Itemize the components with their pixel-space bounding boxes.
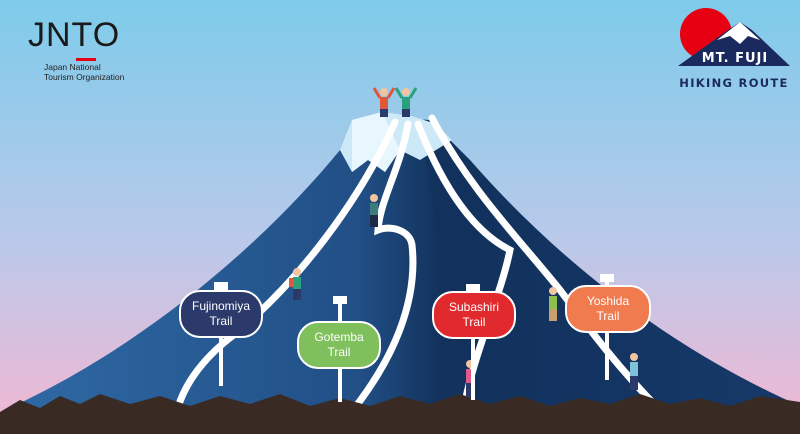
- gotemba-path: [341, 120, 417, 424]
- trail-paths: [171, 114, 664, 424]
- ground: [0, 394, 800, 434]
- yoshida-label-line1: Yoshida: [586, 294, 630, 308]
- yoshida-trail-sign: [565, 285, 651, 333]
- subashiri-trail-label: Subashiri Trail: [433, 292, 515, 338]
- jnto-subtitle-line1: Japan National: [44, 62, 101, 72]
- snow-cap-highlight: [352, 112, 400, 172]
- yoshida-path: [428, 114, 664, 414]
- subashiri-label-line1: Subashiri: [448, 300, 500, 314]
- yoshida-label-line2: Trail: [596, 309, 620, 323]
- mountain-shadow: [420, 122, 800, 434]
- mt-fuji-logo: [678, 8, 790, 66]
- hiker-figures: [289, 194, 638, 397]
- brand-subtitle: HIKING ROUTE: [679, 76, 789, 90]
- subashiri-label-line2: Trail: [462, 315, 486, 329]
- fujinomiya-trail-sign: [179, 290, 263, 338]
- jnto-wordmark: JNTO: [28, 16, 121, 54]
- yoshida-trail-label: Yoshida Trail: [566, 286, 650, 332]
- gotemba-label-line1: Gotemba: [314, 330, 364, 344]
- jnto-accent-bar: [76, 58, 96, 61]
- gotemba-trail-sign: [297, 321, 381, 369]
- jnto-subtitle: Japan National Tourism Organization: [44, 62, 124, 82]
- summit-climbers: [372, 87, 418, 117]
- fujinomiya-trail-label: Fujinomiya Trail: [180, 291, 262, 337]
- jnto-subtitle-line2: Tourism Organization: [44, 72, 125, 82]
- jnto-logo: JNTO Japan National Tourism Organization: [28, 18, 124, 82]
- gotemba-trail-label: Gotemba Trail: [298, 322, 380, 368]
- fujinomiya-label-line1: Fujinomiya: [191, 299, 251, 313]
- brand-title: MT. FUJI: [701, 51, 769, 66]
- fujinomiya-label-line2: Trail: [209, 314, 233, 328]
- gotemba-label-line2: Trail: [327, 345, 351, 359]
- subashiri-trail-sign: [432, 291, 516, 339]
